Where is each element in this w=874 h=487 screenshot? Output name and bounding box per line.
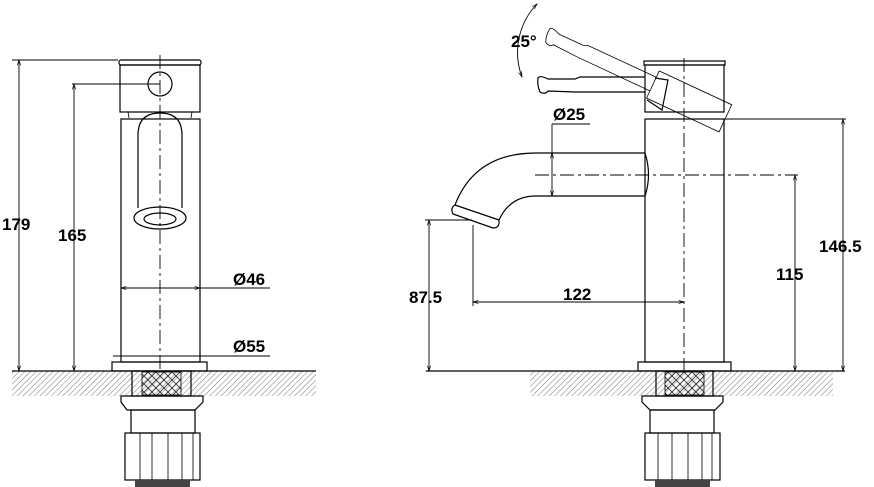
shank-lower <box>130 409 196 434</box>
base-plate <box>637 361 732 372</box>
dim-angle-arc <box>517 4 537 77</box>
dim-25deg-label: 25° <box>511 32 537 51</box>
shank-lower <box>649 409 715 434</box>
mount-nut <box>120 395 204 411</box>
front-view: 179 165 Ø46 Ø55 <box>2 55 316 487</box>
spout <box>454 152 650 221</box>
thread-end <box>655 480 710 487</box>
aerator <box>451 204 500 229</box>
base-plate <box>111 361 208 372</box>
thread-end <box>135 480 190 487</box>
braided-hose <box>664 371 705 396</box>
mount-nut <box>641 395 724 411</box>
knurled-nut <box>644 432 721 481</box>
braided-hose <box>141 371 182 396</box>
lever-closed <box>537 76 645 94</box>
dim-179-label: 179 <box>2 215 30 234</box>
dim-146-5-label: 146.5 <box>819 237 862 256</box>
faucet-body <box>644 118 725 363</box>
knurled-nut <box>124 432 201 481</box>
lever-open <box>545 27 733 133</box>
neck <box>127 111 193 119</box>
knurl-lines <box>657 433 713 480</box>
dim-115-label: 115 <box>776 265 803 284</box>
lever-hub-closed <box>646 77 669 111</box>
dim-87-5-label: 87.5 <box>409 288 442 307</box>
handle-block <box>644 64 725 113</box>
dim-46-label: Ø46 <box>233 270 265 289</box>
faucet-body <box>120 118 201 363</box>
dim-25-label: Ø25 <box>553 105 585 124</box>
dim-165-label: 165 <box>58 226 86 245</box>
knurl-lines <box>139 433 194 480</box>
side-view: 25° Ø25 87.5 122 115 146.5 <box>409 4 862 487</box>
dim-55-label: Ø55 <box>233 337 265 356</box>
dim-122-label: 122 <box>563 285 591 304</box>
